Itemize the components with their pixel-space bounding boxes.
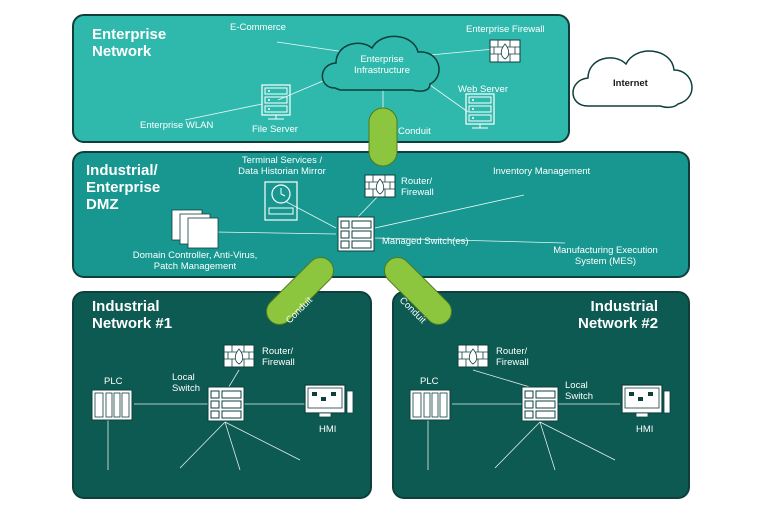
hmi-icon — [621, 384, 671, 418]
server-stack-icon — [171, 209, 219, 249]
conduit-enterprise-dmz — [368, 107, 398, 167]
mes-label: Manufacturing Execution System (MES) — [553, 245, 658, 267]
switch-icon — [521, 386, 559, 422]
inventory-management-label: Inventory Management — [493, 166, 591, 177]
ind2-router-label: Router/ Firewall — [496, 346, 529, 368]
ind2-plc-label: PLC — [420, 376, 439, 387]
switch-icon — [337, 216, 375, 252]
ind1-plc-label: PLC — [104, 376, 123, 387]
terminal-services-label: Terminal Services / Data Historian Mirro… — [238, 155, 326, 177]
firewall-icon — [457, 344, 489, 368]
conduit-dmz-ind1 — [265, 256, 335, 326]
ind1-router-label: Router/ Firewall — [262, 346, 295, 368]
plc-icon — [409, 389, 451, 421]
enterprise-wlan-label: Enterprise WLAN — [140, 120, 214, 131]
dmz-title: Industrial/ Enterprise DMZ — [86, 162, 161, 213]
ind1-local-switch-label: Local Switch — [172, 372, 200, 394]
plc-icon — [91, 389, 133, 421]
ecommerce-label: E-Commerce — [230, 22, 286, 33]
ind2-local-switch-label: Local Switch — [565, 380, 593, 402]
dmz-router-label: Router/ Firewall — [401, 176, 434, 198]
managed-switch-label: Managed Switch(es) — [382, 236, 469, 247]
enterprise-infrastructure-label: Enterprise Infrastructure — [354, 54, 410, 76]
file-server-label: File Server — [252, 124, 298, 135]
hmi-icon — [304, 384, 354, 418]
industrial-network-2-title: Industrial Network #2 — [578, 298, 659, 332]
firewall-icon — [223, 344, 255, 368]
firewall-icon — [364, 174, 396, 198]
ind2-hmi-label: HMI — [636, 424, 654, 435]
ind1-hmi-label: HMI — [319, 424, 337, 435]
conduit-dmz-ind2 — [383, 256, 453, 326]
server-icon — [261, 84, 291, 120]
cloud-icon — [572, 50, 693, 109]
cloud-icon — [321, 35, 440, 92]
domain-controller-label: Domain Controller, Anti-Virus, Patch Man… — [132, 250, 258, 272]
server-icon — [465, 93, 495, 129]
internet-label: Internet — [613, 78, 648, 89]
switch-icon — [207, 386, 245, 422]
enterprise-network-title: Enterprise Network — [92, 26, 167, 60]
conduit-label: Conduit — [398, 126, 431, 137]
enterprise-network-zone — [72, 14, 570, 143]
industrial-network-1-title: Industrial Network #1 — [92, 298, 173, 332]
enterprise-firewall-label: Enterprise Firewall — [466, 24, 545, 35]
firewall-icon — [489, 39, 521, 63]
web-server-label: Web Server — [458, 84, 508, 95]
clock-icon — [264, 181, 298, 221]
